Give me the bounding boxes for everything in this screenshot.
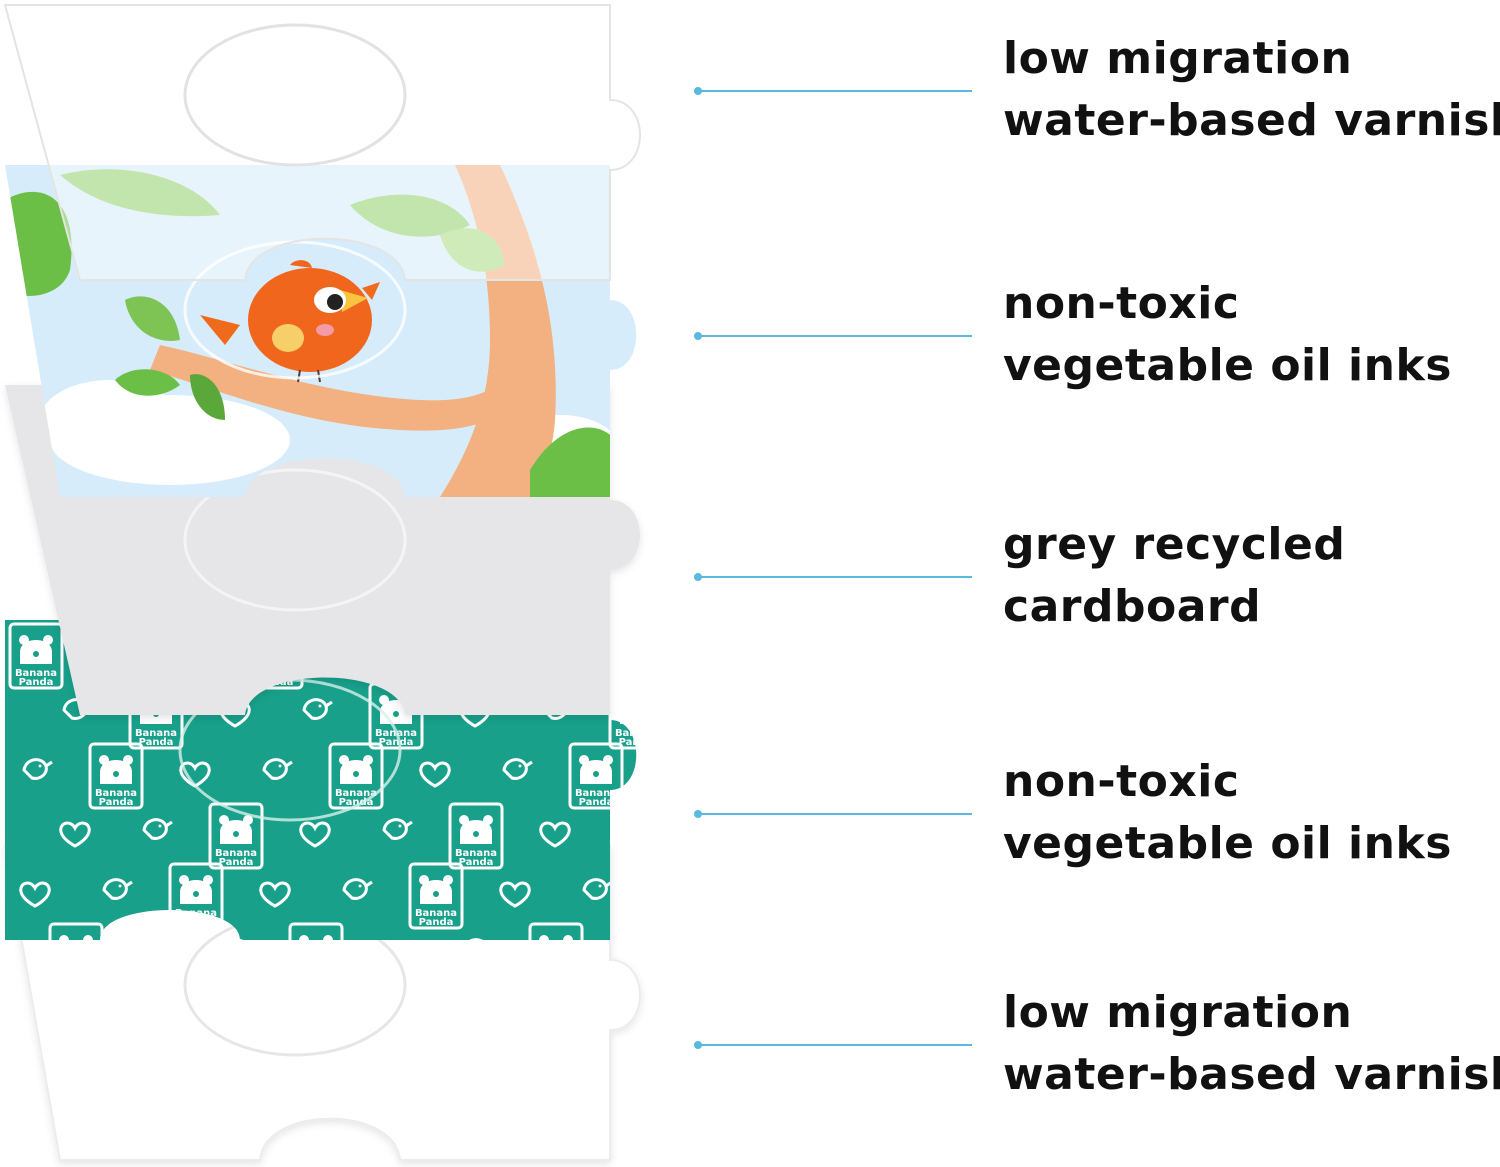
brand-text-line2: Panda (139, 737, 174, 748)
label-bottom-varnish: low migration water-based varnish (1003, 982, 1500, 1106)
leader-lines (694, 87, 972, 1049)
leader-dot (694, 332, 702, 340)
label-cardboard-line1: grey recycled (1003, 519, 1346, 570)
brand-text-line2: Panda (459, 857, 494, 868)
bird-outline-icon (382, 818, 413, 840)
bird-illustration (200, 260, 380, 383)
label-top-varnish: low migration water-based varnish (1003, 28, 1500, 152)
label-cardboard: grey recycled cardboard (1003, 514, 1493, 638)
brand-text-line2: Panda (219, 857, 254, 868)
label-top-inks-line2: vegetable oil inks (1003, 340, 1452, 391)
brand-text-line2: Panda (379, 737, 414, 748)
label-cardboard-line2: cardboard (1003, 581, 1262, 632)
bird-outline-icon (502, 758, 533, 780)
brand-text-line1: Banana (135, 728, 177, 739)
brand-text-line1: Banana (335, 788, 377, 799)
leader-dot (694, 810, 702, 818)
heart-icon (539, 821, 571, 848)
label-top-inks-line1: non-toxic (1003, 278, 1240, 329)
label-bottom-inks-line1: non-toxic (1003, 756, 1240, 807)
bird-outline-icon (262, 758, 293, 780)
heart-icon (499, 881, 531, 908)
printed-image-piece (5, 165, 637, 497)
brand-text-line2: Panda (579, 797, 614, 808)
brand-text-line1: Banana (215, 848, 257, 859)
brand-text-line1: Banana (615, 728, 657, 739)
leader-dot (694, 1041, 702, 1049)
brand-text-line2: Panda (419, 917, 454, 928)
brand-text-line1: Banana (15, 668, 57, 679)
bird-outline-icon (22, 758, 53, 780)
heart-icon (621, 943, 649, 966)
heart-icon (299, 821, 331, 848)
leader-dot (694, 87, 702, 95)
brand-text-line1: Banana (415, 908, 457, 919)
brand-text-line1: Banana (455, 848, 497, 859)
label-top-varnish-line2: water-based varnish (1003, 95, 1500, 146)
bird-outline-icon (342, 878, 373, 900)
brand-text-line2: Panda (99, 797, 134, 808)
brand-text-line2: Panda (339, 797, 374, 808)
bird-outline-icon (622, 818, 637, 840)
heart-icon (259, 881, 291, 908)
brand-text-line1: Banana (95, 788, 137, 799)
label-bottom-varnish-line2: water-based varnish (1003, 1049, 1500, 1100)
brand-text-line1: Banana (575, 788, 617, 799)
bird-outline-icon (102, 878, 133, 900)
bird-outline-icon (302, 698, 333, 720)
brand-text-line2: Panda (19, 677, 54, 688)
heart-icon (59, 821, 91, 848)
leader-dot (694, 573, 702, 581)
label-bottom-varnish-line1: low migration (1003, 987, 1353, 1038)
brand-text-line2: Panda (619, 737, 654, 748)
bird-outline-icon (142, 818, 173, 840)
label-top-inks: non-toxic vegetable oil inks (1003, 273, 1493, 397)
label-bottom-inks: non-toxic vegetable oil inks (1003, 751, 1493, 875)
heart-icon (19, 881, 51, 908)
label-top-varnish-line1: low migration (1003, 33, 1353, 84)
bird-outline-icon (582, 878, 613, 900)
heart-icon (419, 761, 451, 788)
label-bottom-inks-line2: vegetable oil inks (1003, 818, 1452, 869)
top-varnish-piece (3, 4, 641, 281)
